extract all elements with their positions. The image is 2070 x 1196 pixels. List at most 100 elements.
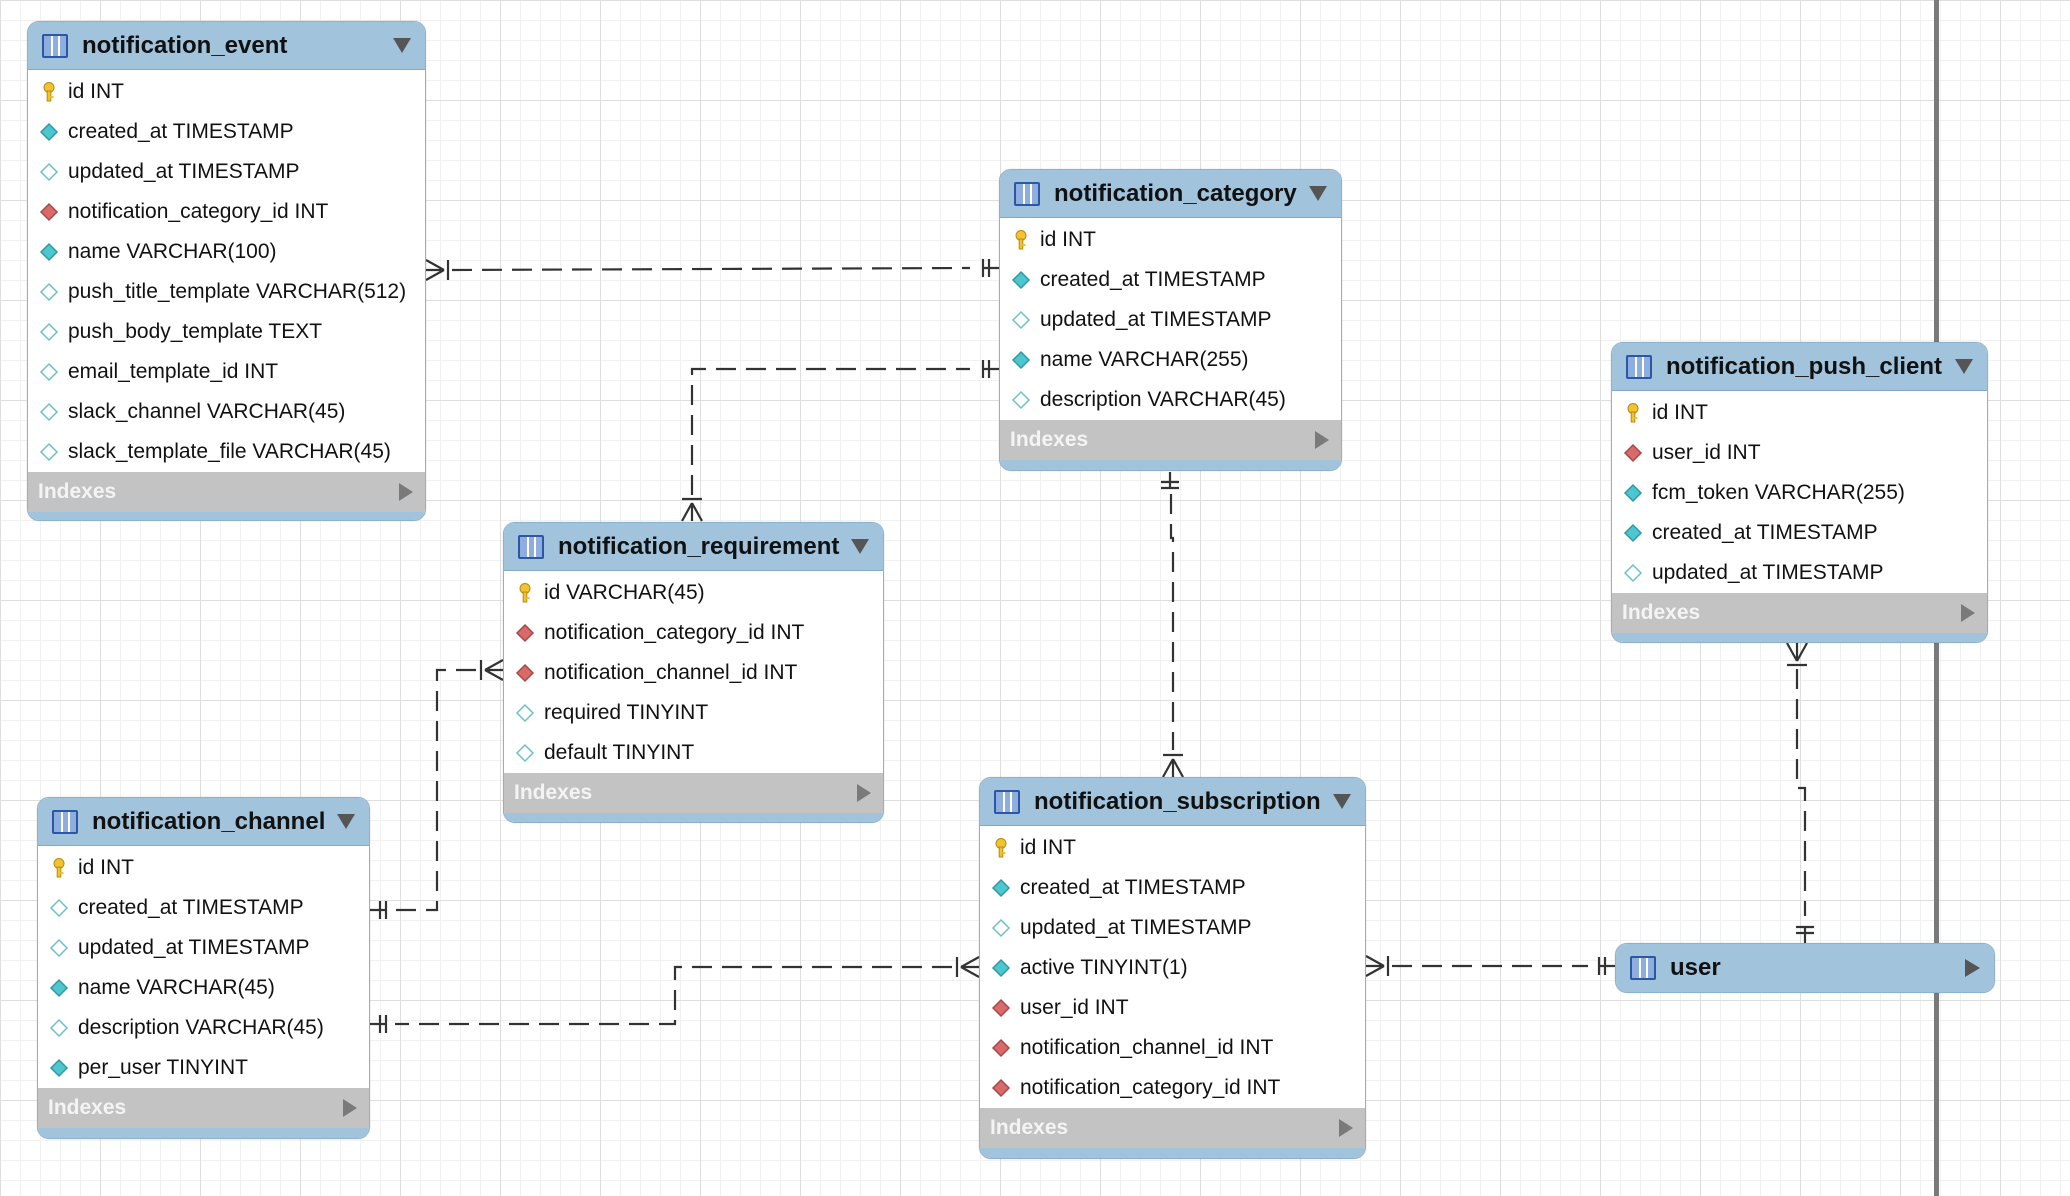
column-row[interactable]: user_id INT	[1612, 433, 1987, 473]
expand-arrow-icon[interactable]	[857, 784, 871, 802]
not-null-diamond-icon	[1622, 522, 1644, 544]
indexes-bar[interactable]: Indexes	[980, 1108, 1365, 1148]
column-row[interactable]: slack_template_file VARCHAR(45)	[28, 432, 425, 472]
column-row[interactable]: created_at TIMESTAMP	[1000, 260, 1341, 300]
column-row[interactable]: default TINYINT	[504, 733, 883, 773]
entity-header[interactable]: notification_push_client	[1612, 343, 1987, 391]
indexes-bar[interactable]: Indexes	[1612, 593, 1987, 633]
not-null-diamond-icon	[990, 877, 1012, 899]
column-row[interactable]: user_id INT	[980, 988, 1365, 1028]
entity-footer	[38, 1128, 369, 1138]
entity-header[interactable]: notification_channel	[38, 798, 369, 846]
column-row[interactable]: id INT	[1612, 393, 1987, 433]
collapse-triangle-icon[interactable]	[1333, 794, 1351, 809]
collapse-triangle-icon[interactable]	[337, 814, 355, 829]
entity-header[interactable]: notification_category	[1000, 170, 1341, 218]
indexes-bar[interactable]: Indexes	[504, 773, 883, 813]
column-row[interactable]: slack_channel VARCHAR(45)	[28, 392, 425, 432]
not-null-diamond-icon	[990, 957, 1012, 979]
expand-arrow-icon[interactable]	[1315, 431, 1329, 449]
expand-arrow-icon[interactable]	[343, 1099, 357, 1117]
column-name: active TINYINT(1)	[1020, 956, 1188, 979]
column-name: description VARCHAR(45)	[78, 1016, 324, 1039]
column-row[interactable]: updated_at TIMESTAMP	[1000, 300, 1341, 340]
collapse-triangle-icon[interactable]	[851, 539, 869, 554]
column-row[interactable]: updated_at TIMESTAMP	[1612, 553, 1987, 593]
collapse-triangle-icon[interactable]	[1955, 359, 1973, 374]
expand-arrow-icon[interactable]	[1961, 604, 1975, 622]
indexes-label: Indexes	[48, 1096, 127, 1119]
column-row[interactable]: name VARCHAR(45)	[38, 968, 369, 1008]
entity-header[interactable]: notification_event	[28, 22, 425, 70]
foreign-key-diamond-icon	[514, 662, 536, 684]
column-row[interactable]: updated_at TIMESTAMP	[38, 928, 369, 968]
column-row[interactable]: name VARCHAR(255)	[1000, 340, 1341, 380]
column-name: updated_at TIMESTAMP	[68, 160, 300, 183]
column-row[interactable]: per_user TINYINT	[38, 1048, 369, 1088]
collapse-triangle-icon[interactable]	[1309, 186, 1327, 201]
not-null-diamond-icon	[1010, 269, 1032, 291]
column-row[interactable]: push_title_template VARCHAR(512)	[28, 272, 425, 312]
column-row[interactable]: required TINYINT	[504, 693, 883, 733]
entity-header[interactable]: notification_subscription	[980, 778, 1365, 826]
column-row[interactable]: updated_at TIMESTAMP	[28, 152, 425, 192]
entity-footer	[1000, 460, 1341, 470]
column-name: updated_at TIMESTAMP	[1020, 916, 1252, 939]
column-row[interactable]: id INT	[28, 72, 425, 112]
column-row[interactable]: notification_channel_id INT	[980, 1028, 1365, 1068]
column-name: updated_at TIMESTAMP	[1040, 308, 1272, 331]
column-name: id INT	[1020, 836, 1077, 859]
column-row[interactable]: email_template_id INT	[28, 352, 425, 392]
column-row[interactable]: updated_at TIMESTAMP	[980, 908, 1365, 948]
indexes-bar[interactable]: Indexes	[1000, 420, 1341, 460]
expand-arrow-icon[interactable]	[399, 483, 413, 501]
indexes-bar[interactable]: Indexes	[28, 472, 425, 512]
expand-arrow-icon[interactable]	[1339, 1119, 1353, 1137]
indexes-bar[interactable]: Indexes	[38, 1088, 369, 1128]
column-row[interactable]: notification_category_id INT	[28, 192, 425, 232]
column-name: slack_template_file VARCHAR(45)	[68, 440, 391, 463]
entity-header[interactable]: notification_requirement	[504, 523, 883, 571]
entity-notification-requirement[interactable]: notification_requirement id VARCHAR(45)n…	[503, 522, 884, 823]
column-row[interactable]: name VARCHAR(100)	[28, 232, 425, 272]
nullable-diamond-icon	[38, 321, 60, 343]
column-row[interactable]: notification_channel_id INT	[504, 653, 883, 693]
column-row[interactable]: id VARCHAR(45)	[504, 573, 883, 613]
indexes-label: Indexes	[990, 1116, 1069, 1139]
collapse-triangle-icon[interactable]	[393, 38, 411, 53]
column-name: name VARCHAR(45)	[78, 976, 275, 999]
column-row[interactable]: active TINYINT(1)	[980, 948, 1365, 988]
entity-user[interactable]: user	[1615, 943, 1995, 993]
column-row[interactable]: id INT	[980, 828, 1365, 868]
entity-notification-subscription[interactable]: notification_subscription id INT created_…	[979, 777, 1366, 1159]
column-row[interactable]: fcm_token VARCHAR(255)	[1612, 473, 1987, 513]
column-row[interactable]: created_at TIMESTAMP	[28, 112, 425, 152]
entity-header[interactable]: user	[1616, 944, 1994, 992]
column-list: id VARCHAR(45)notification_category_id I…	[504, 571, 883, 773]
column-row[interactable]: created_at TIMESTAMP	[38, 888, 369, 928]
column-row[interactable]: id INT	[1000, 220, 1341, 260]
indexes-label: Indexes	[1010, 428, 1089, 451]
column-name: notification_channel_id INT	[1020, 1036, 1274, 1059]
column-row[interactable]: notification_category_id INT	[980, 1068, 1365, 1108]
not-null-diamond-icon	[48, 1057, 70, 1079]
column-row[interactable]: description VARCHAR(45)	[38, 1008, 369, 1048]
expand-triangle-icon[interactable]	[1965, 959, 1980, 977]
foreign-key-diamond-icon	[990, 997, 1012, 1019]
column-row[interactable]: description VARCHAR(45)	[1000, 380, 1341, 420]
column-row[interactable]: created_at TIMESTAMP	[1612, 513, 1987, 553]
column-row[interactable]: push_body_template TEXT	[28, 312, 425, 352]
rel-event-category	[451, 266, 971, 272]
column-row[interactable]: created_at TIMESTAMP	[980, 868, 1365, 908]
column-row[interactable]: id INT	[38, 848, 369, 888]
many-mark	[425, 259, 450, 281]
indexes-label: Indexes	[1622, 601, 1701, 624]
entity-title: notification_event	[82, 31, 288, 59]
table-icon	[994, 789, 1020, 814]
column-row[interactable]: notification_category_id INT	[504, 613, 883, 653]
